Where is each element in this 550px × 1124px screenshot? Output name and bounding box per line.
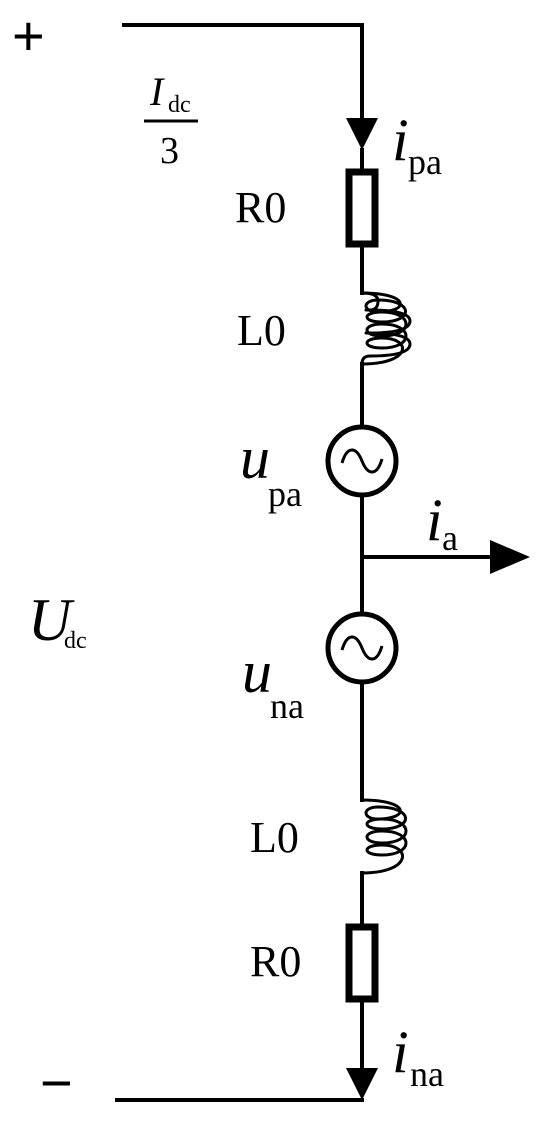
ia-arrow-head (490, 540, 530, 574)
negative-terminal-label: − (40, 1051, 73, 1114)
ipa-subscript: pa (408, 142, 442, 182)
upper-resistor-label: R0 (235, 183, 286, 232)
ina-arrow-head (346, 1068, 378, 1100)
lower-resistor (345, 923, 379, 1003)
upper-inductor-coils (361, 291, 408, 366)
upa-symbol: u (240, 425, 270, 491)
idc-fraction-numerator-symbol: I (149, 69, 165, 114)
una-subscript: na (270, 686, 304, 726)
ina-symbol: i (392, 1019, 409, 1085)
lower-inductor-coils (361, 798, 408, 875)
udc-subscript: dc (64, 628, 87, 654)
positive-terminal-label: + (12, 4, 45, 67)
lower-resistor-label: R0 (250, 937, 301, 986)
ipa-symbol: i (392, 107, 409, 173)
upa-subscript: pa (268, 474, 302, 514)
ipa-arrow-head (346, 118, 378, 150)
una-symbol: u (242, 639, 272, 705)
udc-symbol: U (28, 587, 75, 653)
upper-source-sine-icon (340, 448, 384, 474)
upper-resistor (345, 168, 379, 248)
idc-fraction-denominator: 3 (160, 130, 179, 172)
idc-fraction-numerator-subscript: dc (168, 92, 191, 118)
upper-inductor-label: L0 (237, 306, 286, 355)
ia-symbol: i (426, 487, 443, 553)
ina-subscript: na (410, 1054, 444, 1094)
lower-source-sine-icon (340, 635, 384, 661)
lower-inductor-label: L0 (250, 813, 299, 862)
ia-subscript: a (442, 518, 458, 558)
